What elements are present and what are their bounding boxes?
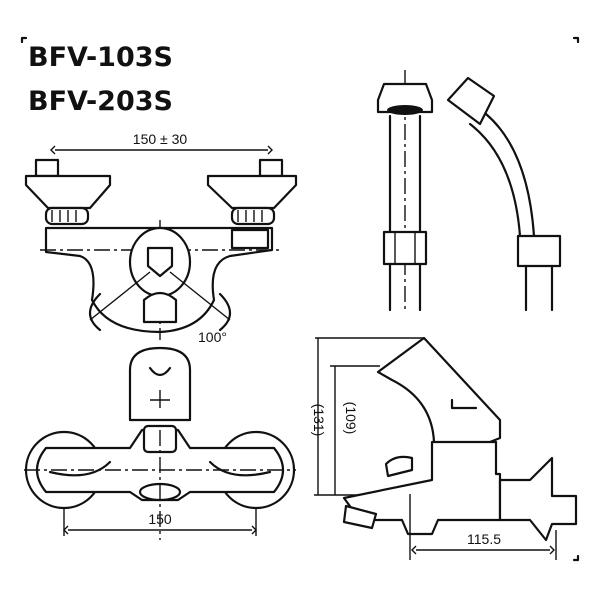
model-number-2: BFV-203S	[28, 86, 173, 117]
top-view: 150 ± 30 100°	[24, 131, 298, 345]
dimension-projection: 115.5	[467, 531, 501, 547]
shower-set-view	[376, 70, 562, 312]
dimension-front-width: 150	[148, 511, 172, 527]
dimension-height-total: (131)	[311, 404, 327, 437]
side-view: (131) (109) 115.5	[311, 336, 578, 560]
dimension-top-width: 150 ± 30	[133, 131, 188, 147]
corner-marks	[20, 36, 580, 562]
dimension-height-spout: (109)	[343, 402, 359, 435]
dimension-handle-angle: 100°	[198, 329, 227, 345]
model-number-1: BFV-103S	[28, 42, 173, 73]
front-view: 150	[24, 346, 296, 540]
